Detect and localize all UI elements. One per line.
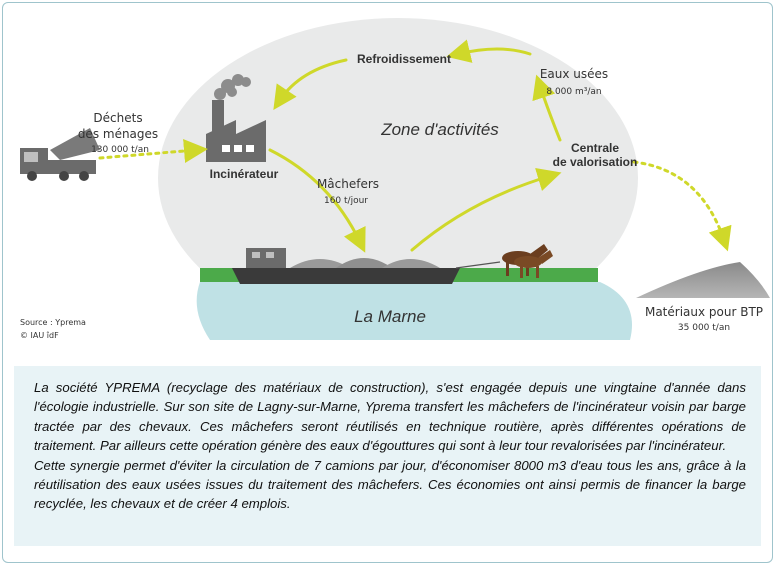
river-label: La Marne: [354, 307, 426, 326]
source-line-2: © IAU îdF: [20, 331, 59, 340]
arrow-barge-to-centrale: [410, 167, 562, 252]
machefers-value: 160 t/jour: [324, 196, 368, 206]
river: [196, 282, 632, 340]
arrow-centrale-to-eaux: [532, 74, 562, 142]
arrow-dechets-to-incinerator: [98, 139, 208, 163]
zone-label: Zone d'activités: [380, 120, 499, 139]
incinerateur-label: Incinérateur: [210, 167, 279, 181]
arrow-centrale-to-materiaux: [632, 160, 732, 252]
barge-icon: [232, 248, 460, 284]
garbage-truck-icon: [20, 128, 100, 181]
caption-paragraph-1: La société YPREMA (recyclage des matéria…: [34, 380, 746, 454]
centrale-label-1: Centrale: [571, 141, 619, 155]
arrow-eaux-to-refroidissement: [446, 39, 532, 63]
eaux-usees-label: Eaux usées: [540, 67, 608, 81]
arrow-refroidissement-to-incinerator: [273, 58, 348, 110]
flow-diagram: Zone d'activités La Marne: [20, 18, 770, 340]
horses-icon: [455, 244, 553, 278]
materiaux-value: 35 000 t/an: [678, 323, 730, 333]
materials-heap-icon: [636, 262, 770, 298]
arrow-incinerator-to-barge: [268, 148, 366, 253]
refroidissement-label: Refroidissement: [357, 52, 451, 66]
source-line-1: Source : Yprema: [20, 318, 86, 327]
dechets-value: 130 000 t/an: [91, 145, 149, 155]
eaux-usees-value: 8 000 m³/an: [546, 87, 601, 97]
machefers-label: Mâchefers: [317, 177, 379, 191]
centrale-label-2: de valorisation: [553, 155, 638, 169]
materiaux-label: Matériaux pour BTP: [645, 305, 763, 319]
incinerator-factory-icon: [206, 74, 266, 162]
dechets-label-1: Déchets: [93, 111, 142, 125]
caption-text: La société YPREMA (recyclage des matéria…: [34, 378, 746, 514]
caption-paragraph-2: Cette synergie permet d'éviter la circul…: [34, 457, 746, 512]
dechets-label-2: des ménages: [78, 127, 158, 141]
caption-panel: [14, 366, 761, 546]
